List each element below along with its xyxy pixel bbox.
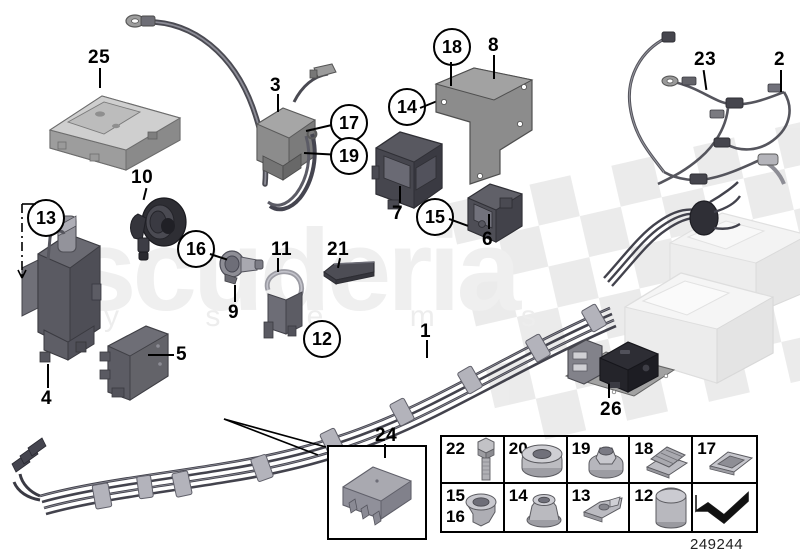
leader-24 — [384, 444, 386, 458]
hw-label-15: 15 — [446, 486, 465, 505]
leader-26 — [608, 384, 610, 398]
part-pressure-sensor — [217, 248, 265, 288]
hw-label-14: 14 — [508, 486, 528, 505]
callout-11: 11 — [271, 239, 293, 260]
lock-nut-icon — [461, 488, 501, 528]
leader-7 — [399, 186, 401, 203]
callout-13-top: 13 — [27, 199, 65, 237]
callout-2: 2 — [774, 49, 786, 70]
hw-label-19: 19 — [571, 439, 591, 458]
callout-16-top: 16 — [177, 230, 215, 268]
hw-cell-14: 14 — [505, 484, 568, 531]
leader-24-pointer — [223, 418, 327, 456]
hw-label-12: 12 — [634, 486, 654, 505]
leader-13-dashdot — [17, 203, 36, 279]
corner-arrow-icon — [694, 490, 750, 525]
callout-18-top: 18 — [433, 28, 471, 66]
hw-cell-corner-arrow — [693, 484, 756, 531]
hw-cell-19: 19 — [567, 437, 631, 484]
callout-7: 7 — [392, 203, 404, 224]
battery-ghost-front — [617, 265, 777, 385]
part-cable-holder — [258, 268, 310, 344]
part-24-detail-frame — [327, 445, 427, 540]
callout-26: 26 — [600, 399, 623, 420]
part-horn — [126, 196, 188, 262]
leader-1 — [426, 340, 428, 358]
callout-19-top: 19 — [330, 137, 368, 175]
hw-cell-20: 20 — [504, 437, 568, 484]
leader-9 — [234, 285, 236, 302]
hex-bolt-icon — [471, 436, 501, 484]
leader-6 — [488, 214, 490, 229]
hw-cell-13: 13 — [568, 484, 631, 531]
diagram-reference-number: 249244 — [690, 536, 744, 553]
part-harness-grommet-branch — [600, 181, 741, 292]
part-electronic-module — [462, 178, 528, 250]
hw-label-18: 18 — [634, 439, 654, 458]
hw-cell-17: 17 — [693, 437, 756, 484]
leader-2 — [780, 70, 782, 92]
leader-5 — [148, 354, 174, 356]
callout-5: 5 — [176, 344, 188, 365]
part-mounting-plate — [428, 62, 534, 187]
callout-10: 10 — [131, 167, 154, 188]
hw-cell-15-16: 15 16 — [442, 484, 505, 531]
collar-nut-icon — [586, 440, 626, 480]
part-battery-module-bracket — [562, 330, 678, 402]
hw-label-17: 17 — [697, 439, 717, 458]
part-module-carrier — [370, 126, 448, 218]
callout-25: 25 — [88, 47, 111, 68]
callout-4: 4 — [41, 388, 53, 409]
callout-12-top: 12 — [303, 320, 341, 358]
hw-label-22: 22 — [446, 439, 465, 458]
spring-clip-plate-icon — [643, 441, 689, 479]
flange-nut-icon — [524, 488, 564, 528]
leader-25 — [99, 68, 101, 88]
hw-cell-12: 12 — [630, 484, 694, 531]
leader-4 — [47, 364, 49, 388]
hw-label-13: 13 — [571, 486, 591, 505]
hw-cell-22: 22 — [442, 436, 505, 484]
panel-clip-icon — [708, 444, 754, 476]
hw-label-16: 16 — [446, 507, 465, 526]
callout-21: 21 — [327, 239, 350, 260]
callout-3: 3 — [270, 75, 282, 96]
hardware-legend-table: 22 20 — [440, 435, 758, 533]
hw-cell-18: 18 — [630, 437, 694, 484]
part-ground-strap-loop — [266, 128, 326, 218]
callout-8: 8 — [488, 35, 500, 56]
part-control-module-box — [44, 82, 184, 172]
leader-11 — [277, 258, 279, 272]
callout-23: 23 — [694, 49, 717, 70]
callout-24: 24 — [375, 425, 398, 446]
part-control-unit — [98, 322, 176, 406]
cap-nut-icon — [653, 486, 689, 530]
callout-6: 6 — [482, 229, 494, 250]
spring-clip-icon — [580, 492, 626, 524]
leader-3 — [277, 94, 279, 112]
part-sensor-cable-network — [608, 26, 800, 216]
part-bracket-holder — [14, 212, 114, 372]
leader-8 — [493, 55, 495, 79]
part-cover-strip — [320, 258, 378, 286]
flange-nut-large-icon — [520, 440, 564, 480]
part-relay-connector-cable — [288, 63, 338, 106]
leader-18-top — [450, 62, 452, 86]
callout-9: 9 — [228, 302, 240, 323]
callout-15-top: 15 — [416, 198, 454, 236]
callout-1: 1 — [420, 321, 432, 342]
